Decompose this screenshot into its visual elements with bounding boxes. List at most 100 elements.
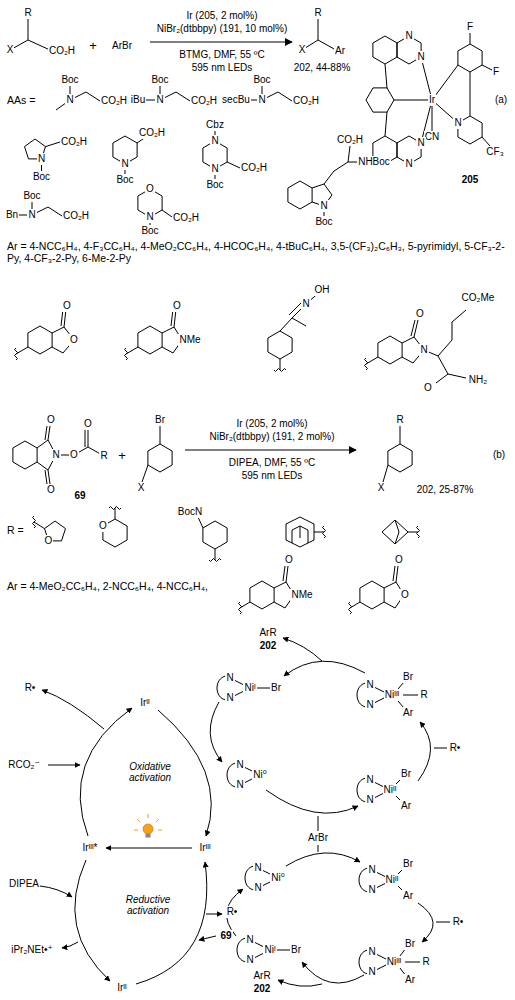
atom-label: CO₂H bbox=[240, 162, 268, 174]
atom-label: N bbox=[257, 94, 266, 106]
atom-label: Br bbox=[290, 944, 302, 956]
atom-label: N bbox=[225, 672, 234, 684]
atom-label: N bbox=[416, 51, 425, 63]
atom-label: R bbox=[313, 7, 322, 19]
text-label: 202, 44-88% bbox=[293, 62, 352, 74]
atom-label: N bbox=[27, 209, 36, 221]
atom-label: Boc bbox=[150, 74, 169, 86]
atom-label: N bbox=[235, 759, 244, 771]
atom-label: O bbox=[62, 300, 72, 312]
atom-label: Ni⁰ bbox=[252, 769, 267, 781]
text-label: 595 nm LEDs bbox=[191, 62, 254, 74]
atom-label: Boc bbox=[32, 171, 51, 183]
text-label: Ir (205, 2 mol%) bbox=[235, 418, 308, 430]
atom-label: O bbox=[423, 382, 433, 394]
atom-label: Ar bbox=[404, 974, 416, 986]
atom-label: CO₂H bbox=[172, 212, 200, 224]
text-label: BTMG, DMF, 55 ºC bbox=[178, 49, 265, 61]
atom-label: Ni⁰ bbox=[270, 872, 285, 884]
atom-label: CO₂H bbox=[190, 95, 218, 107]
atom-label: O bbox=[145, 183, 155, 195]
atom-label: N bbox=[416, 137, 425, 149]
atom-label: (b) bbox=[492, 449, 506, 461]
atom-label: Ar bbox=[334, 45, 346, 57]
atom-label: O bbox=[46, 484, 56, 496]
atom-label: O bbox=[46, 414, 56, 426]
text-label: NiBr₂(dtbbpy) (191, 10 mol%) bbox=[156, 23, 289, 35]
atom-label: R• bbox=[24, 682, 37, 694]
atom-label: N bbox=[253, 862, 262, 874]
atom-label: Br bbox=[400, 768, 412, 780]
atom-label: R bbox=[395, 414, 404, 426]
atom-label: N bbox=[367, 864, 376, 876]
atom-label: N bbox=[404, 158, 413, 170]
atom-label: ArR bbox=[252, 970, 271, 982]
text-label: Ar = 4-NCC₆H₄, 4-F₃CC₆H₄, 4-MeO₂CC₆H₄, 4… bbox=[6, 240, 508, 264]
atom-label: + bbox=[117, 449, 127, 464]
atom-label: N bbox=[210, 135, 219, 147]
atom-label: NMe bbox=[178, 334, 201, 346]
iridium-complex bbox=[366, 30, 492, 164]
atom-label: Niᴵ bbox=[263, 944, 276, 956]
atom-label: Niᴵᴵ bbox=[385, 874, 400, 886]
atom-label: NMe bbox=[290, 589, 313, 601]
atom-label: Ar bbox=[402, 707, 414, 719]
atom-label: N bbox=[367, 946, 376, 958]
aryl-structures-a bbox=[15, 290, 467, 383]
atom-label: ArBr bbox=[307, 832, 329, 844]
atom-label: CO₂H bbox=[100, 95, 128, 107]
atom-label: N bbox=[453, 117, 462, 129]
text-label: iPr₂NEt•⁺ bbox=[10, 944, 54, 956]
compound-number: 202 bbox=[259, 640, 278, 652]
atom-label: + bbox=[88, 39, 98, 54]
atom-label: R• bbox=[452, 916, 465, 928]
nickel-complexes bbox=[217, 676, 420, 976]
atom-label: BocN bbox=[177, 506, 203, 518]
atom-label: Br bbox=[270, 682, 282, 694]
atom-label: CN bbox=[424, 131, 440, 143]
atom-label: iBu bbox=[130, 94, 146, 106]
atom-label: Ar bbox=[400, 800, 412, 812]
atom-label: N bbox=[245, 954, 254, 966]
text-label: Oxidative activation bbox=[117, 761, 183, 784]
atom-label: Irᴵᴵᴵ* bbox=[81, 842, 98, 854]
atom-label: N bbox=[367, 884, 376, 896]
atom-label: F bbox=[466, 21, 474, 33]
atom-label: Irᴵᴵ bbox=[139, 697, 150, 709]
atom-label: Br bbox=[154, 414, 166, 426]
atom-label: N bbox=[145, 211, 154, 223]
atom-label: Boc bbox=[252, 74, 271, 86]
atom-label: Br bbox=[402, 858, 414, 870]
atom-label: Boc bbox=[115, 174, 134, 186]
atom-label: R bbox=[99, 450, 108, 462]
atom-label: N bbox=[319, 200, 328, 212]
atom-label: RCO₂⁻ bbox=[7, 759, 40, 771]
amino-acids bbox=[12, 82, 362, 227]
atom-label: N bbox=[301, 298, 310, 310]
atom-label: O bbox=[69, 334, 79, 346]
text-label: Ar = 4-MeO₂CC₆H₄, 2-NCC₆H₄, 4-NCC₆H₄, bbox=[6, 580, 209, 592]
atom-label: N bbox=[65, 94, 74, 106]
atom-label: Boc bbox=[22, 190, 41, 202]
atom-label: O bbox=[44, 535, 54, 547]
atom-label: CO₂Me bbox=[461, 292, 496, 304]
atom-label: (a) bbox=[494, 94, 508, 106]
atom-label: CO₂H bbox=[62, 210, 90, 222]
text-label: 202, 25-87% bbox=[416, 484, 475, 496]
atom-label: ArBr bbox=[111, 40, 133, 52]
compound-number: 202 bbox=[253, 983, 272, 995]
atom-label: Niᴵᴵᴵ bbox=[384, 689, 400, 701]
catalytic-cycles bbox=[40, 638, 450, 986]
atom-label: AAs = bbox=[6, 94, 36, 106]
atom-label: N bbox=[419, 344, 428, 356]
atom-label: R• bbox=[449, 742, 462, 754]
light-bulb bbox=[134, 814, 162, 838]
atom-label: O bbox=[69, 449, 79, 461]
atom-label: CO₂H bbox=[48, 45, 76, 57]
atom-label: O bbox=[415, 308, 425, 320]
compound-number: 205 bbox=[461, 174, 480, 186]
atom-label: Boc bbox=[314, 216, 333, 228]
atom-label: X bbox=[377, 482, 386, 494]
atom-label: NHBoc bbox=[357, 156, 391, 168]
